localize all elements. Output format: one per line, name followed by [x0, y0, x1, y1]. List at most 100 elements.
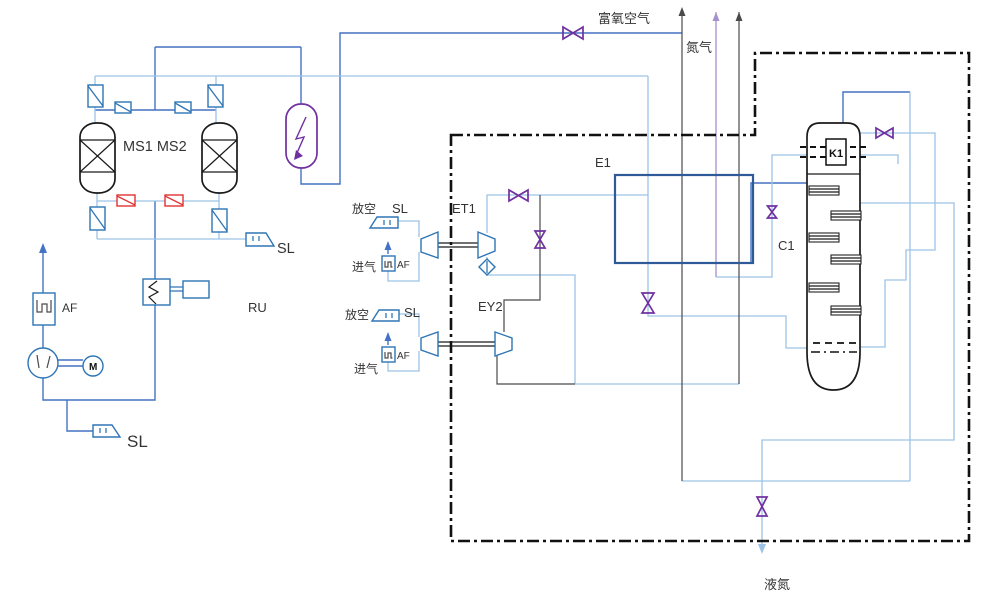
intake-arrow-et1: [384, 241, 392, 250]
silencer-et1: [368, 216, 399, 229]
label-ru: RU: [248, 300, 267, 315]
ms2-vessel: [201, 122, 238, 194]
valve-crossover-right: [174, 101, 192, 114]
arrow-nitrogen-1: [712, 12, 720, 21]
valve-liquid-n2: [755, 496, 769, 517]
ms1-vessel: [79, 122, 116, 194]
intake-arrow-main: [39, 243, 47, 253]
air-filter-ey2: [381, 332, 396, 363]
label-sl-regen: SL: [277, 241, 295, 257]
heater-coil-icon: [147, 280, 160, 305]
label-oxygen-rich-air: 富氧空气: [598, 11, 650, 26]
ey2-brake-wheel: [420, 331, 439, 357]
valve-et1-outlet: [508, 188, 529, 203]
blower-motor-shaft: [58, 359, 83, 367]
label-et1: ET1: [452, 201, 476, 216]
piping-medium-blue: [42, 32, 910, 432]
valve-ms1-bottom: [89, 206, 106, 231]
label-nitrogen: 氮气: [686, 40, 712, 55]
silencer-ey2: [370, 309, 400, 322]
et1-shaft: [438, 242, 478, 248]
label-e1: E1: [595, 155, 611, 170]
heater-motor-box: [182, 280, 210, 299]
air-filter-et1: [381, 241, 396, 272]
label-sl-et1: SL: [392, 201, 408, 216]
ey2-expander-wheel: [494, 331, 513, 357]
pipe-bed-bottom-risers: [96, 193, 220, 239]
valve-ey2-inlet: [533, 230, 547, 249]
control-valves: [508, 25, 894, 517]
valve-red-right: [164, 194, 184, 207]
pipe-oxygen-vent-line: [300, 32, 682, 185]
regen-heater-ru: [142, 278, 210, 306]
label-ey2: EY2: [478, 299, 503, 314]
ey2-shaft: [438, 341, 495, 347]
pipe-et1-checkvalve-line: [486, 257, 576, 384]
c1-column: [806, 122, 862, 391]
pipe-ey2-inlet: [503, 195, 541, 332]
label-sl-ey2: SL: [404, 305, 420, 320]
valve-crossover-left: [114, 101, 132, 114]
pipe-et1-intake: [387, 252, 420, 282]
tray: [808, 282, 840, 293]
cold-box-boundary: [449, 51, 971, 543]
pipe-ey2-intake: [387, 351, 420, 372]
blower-motor: M: [82, 355, 104, 377]
arrow-liquid-nitrogen: [758, 544, 766, 554]
pipe-column-top-offgas: [842, 91, 910, 123]
valve-ms2-top: [207, 84, 224, 108]
valve-red-left: [116, 194, 136, 207]
filter-element-icon: [36, 300, 52, 313]
tray: [830, 254, 862, 265]
tray: [808, 232, 840, 243]
k1-label: K1: [829, 148, 843, 160]
silencer-regen: [245, 232, 276, 247]
arrow-oxygen-rich-air: [678, 7, 686, 16]
pipe-silencer-stub: [66, 400, 93, 432]
label-c1: C1: [778, 238, 795, 253]
et1-brake-wheel: [420, 230, 439, 259]
label-intake-et1: 进气: [352, 259, 376, 274]
valve-reflux: [875, 126, 894, 140]
label-vent-et1: 放空: [352, 201, 376, 216]
pipe-column-tap: [860, 154, 899, 164]
electric-heater-vessel: [285, 103, 318, 169]
tray: [830, 210, 862, 221]
intake-arrow-ey2: [384, 332, 392, 341]
switch-valves: [87, 84, 228, 233]
et1-expander-wheel: [477, 230, 496, 260]
air-filter-main: [32, 292, 56, 326]
label-af-ey2: AF: [397, 351, 410, 362]
label-vent-ey2: 放空: [345, 307, 369, 322]
label-sl-main: SL: [127, 432, 148, 451]
turbine-et1: [420, 230, 496, 260]
tray: [808, 185, 840, 196]
label-liquid-nitrogen: 液氮: [764, 577, 790, 592]
pipe-n2-product: [716, 154, 807, 278]
pipe-reflux-loop: [860, 132, 936, 348]
pipe-regen-trunk: [42, 201, 156, 401]
valve-ms2-bottom: [211, 208, 228, 233]
valve-oxygen-vent: [562, 25, 584, 41]
pipe-liquid-nitrogen: [761, 202, 955, 546]
label-af-main: AF: [62, 301, 77, 315]
valve-n2-product: [765, 205, 779, 219]
label-af-et1: AF: [397, 260, 410, 271]
silencer-main: [92, 424, 122, 438]
pipe-e1-to-column: [750, 182, 807, 263]
air-blower: [27, 347, 59, 379]
pipe-ey2-vent: [399, 313, 420, 337]
piping-dark: [496, 10, 740, 481]
tray: [830, 305, 862, 316]
lightning-icon: [294, 116, 307, 154]
label-intake-ey2: 进气: [354, 361, 378, 376]
label-ms-beds: MS1 MS2: [123, 139, 187, 155]
e1-heat-exchanger: [613, 173, 755, 265]
turbine-ey2: [420, 331, 513, 357]
pipe-et1-discharge: [486, 194, 648, 233]
motor-label: M: [89, 362, 97, 373]
pipe-column-feed: [647, 76, 807, 349]
valve-column-feed: [640, 292, 656, 314]
